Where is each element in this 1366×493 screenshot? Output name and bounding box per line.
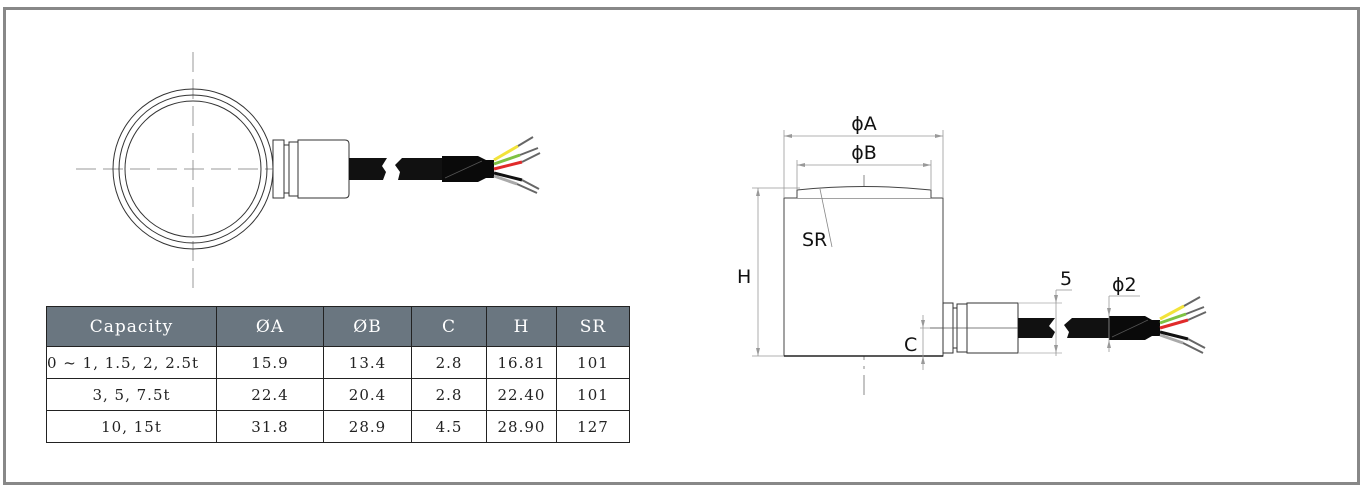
dim-h-arrow-top xyxy=(756,188,760,196)
top-view xyxy=(76,52,541,288)
dim-c-arrow-top xyxy=(921,320,925,328)
side-wire-red xyxy=(1159,318,1189,330)
table-row: 3, 5, 7.5t 22.4 20.4 2.8 22.40 101 xyxy=(46,378,630,411)
cell-diameter-b: 20.4 xyxy=(323,378,412,411)
label-height: H xyxy=(737,266,751,288)
table-row: 10, 15t 31.8 28.9 4.5 28.90 127 xyxy=(46,410,630,443)
dim-h-arrow-bottom xyxy=(756,348,760,356)
dim-5-arrow-top xyxy=(1054,295,1058,303)
cable-sleeve xyxy=(442,156,494,182)
dim-b-arrow-right xyxy=(923,163,931,167)
side-wire-white-tip xyxy=(1182,342,1204,354)
wire-bundle xyxy=(493,136,541,194)
cell-diameter-a: 31.8 xyxy=(216,410,324,443)
gland-washer xyxy=(283,144,290,194)
cell-diameter-b: 28.9 xyxy=(323,410,412,443)
header-c: C xyxy=(411,306,487,347)
side-wire-yellow xyxy=(1159,304,1185,321)
cell-h: 28.90 xyxy=(486,410,557,443)
sleeve-highlight xyxy=(444,160,483,179)
table-row: 0 ~ 1, 1.5, 2, 2.5t 15.9 13.4 2.8 16.81 … xyxy=(46,346,630,379)
cell-c: 4.5 xyxy=(411,410,487,443)
gland-body xyxy=(297,139,350,199)
header-sr: SR xyxy=(556,306,630,347)
inner-ring xyxy=(124,100,262,238)
middle-ring xyxy=(118,94,268,244)
cell-h: 22.40 xyxy=(486,378,557,411)
cell-c: 2.8 xyxy=(411,378,487,411)
cell-c: 2.8 xyxy=(411,346,487,379)
spec-table: Capacity ØA ØB C H SR 0 ~ 1, 1.5, 2, 2.5… xyxy=(46,306,630,443)
cell-diameter-a: 22.4 xyxy=(216,378,324,411)
wire-red-tip xyxy=(521,152,541,163)
wire-black-tip xyxy=(521,179,540,190)
wire-yellow xyxy=(493,144,519,162)
side-wire-black xyxy=(1159,330,1189,341)
label-cable-diameter: ϕ2 xyxy=(1112,274,1137,296)
side-wire-yellow-tip xyxy=(1183,296,1201,307)
wire-red xyxy=(493,160,523,171)
side-wire-red-tip xyxy=(1187,311,1207,321)
side-wire-black-tip xyxy=(1187,338,1206,349)
label-sphere-radius: SR xyxy=(802,229,827,251)
cell-capacity: 3, 5, 7.5t xyxy=(46,378,217,411)
cell-capacity: 10, 15t xyxy=(46,410,217,443)
gland-nut xyxy=(272,139,285,199)
dim-b-arrow-left xyxy=(797,163,805,167)
cell-h: 16.81 xyxy=(486,346,557,379)
cell-capacity: 0 ~ 1, 1.5, 2, 2.5t xyxy=(46,346,217,379)
cell-diameter-a: 15.9 xyxy=(216,346,324,379)
wire-black xyxy=(493,171,523,182)
label-cable-length: 5 xyxy=(1060,268,1072,290)
side-cable-segment-2 xyxy=(1064,318,1109,338)
wire-yellow-tip xyxy=(517,136,534,147)
header-capacity: Capacity xyxy=(46,306,217,347)
load-cell-body xyxy=(783,197,944,357)
dim-2-arrow-bottom xyxy=(1107,340,1111,348)
dim-a-arrow-right xyxy=(935,134,943,138)
dim-a-arrow-left xyxy=(784,134,792,138)
side-wire-green-tip xyxy=(1185,306,1205,315)
side-cable-sleeve xyxy=(1109,316,1160,340)
cell-sr: 101 xyxy=(556,346,630,379)
header-diameter-a: ØA xyxy=(216,306,324,347)
label-diameter-b: ϕB xyxy=(851,142,877,164)
label-diameter-a: ϕA xyxy=(851,113,877,135)
label-offset-c: C xyxy=(904,334,917,356)
cell-sr: 101 xyxy=(556,378,630,411)
wire-green-tip xyxy=(519,147,539,156)
cell-sr: 127 xyxy=(556,410,630,443)
dim-5-arrow-bottom xyxy=(1054,345,1058,353)
side-wire-green xyxy=(1159,312,1187,325)
header-diameter-b: ØB xyxy=(323,306,412,347)
cable-segment-2 xyxy=(395,158,442,180)
cable-segment-1 xyxy=(349,158,387,180)
header-h: H xyxy=(486,306,557,347)
side-sleeve-highlight xyxy=(1111,319,1149,338)
side-cable-segment-1 xyxy=(1018,318,1055,338)
sr-leader xyxy=(819,188,833,248)
cell-diameter-b: 13.4 xyxy=(323,346,412,379)
wire-white-tip xyxy=(516,183,538,194)
dim-2-arrow-top xyxy=(1107,308,1111,316)
side-wire-white xyxy=(1159,333,1184,345)
gland-collar xyxy=(288,141,299,197)
wire-green xyxy=(493,153,521,166)
load-button-dome xyxy=(796,186,932,198)
dim-c-arrow-bottom xyxy=(921,356,925,364)
table-header-row: Capacity ØA ØB C H SR xyxy=(46,306,630,347)
side-view: ϕA ϕB SR H C xyxy=(737,113,1207,395)
side-wire-bundle xyxy=(1159,296,1207,354)
wire-white xyxy=(493,174,518,186)
